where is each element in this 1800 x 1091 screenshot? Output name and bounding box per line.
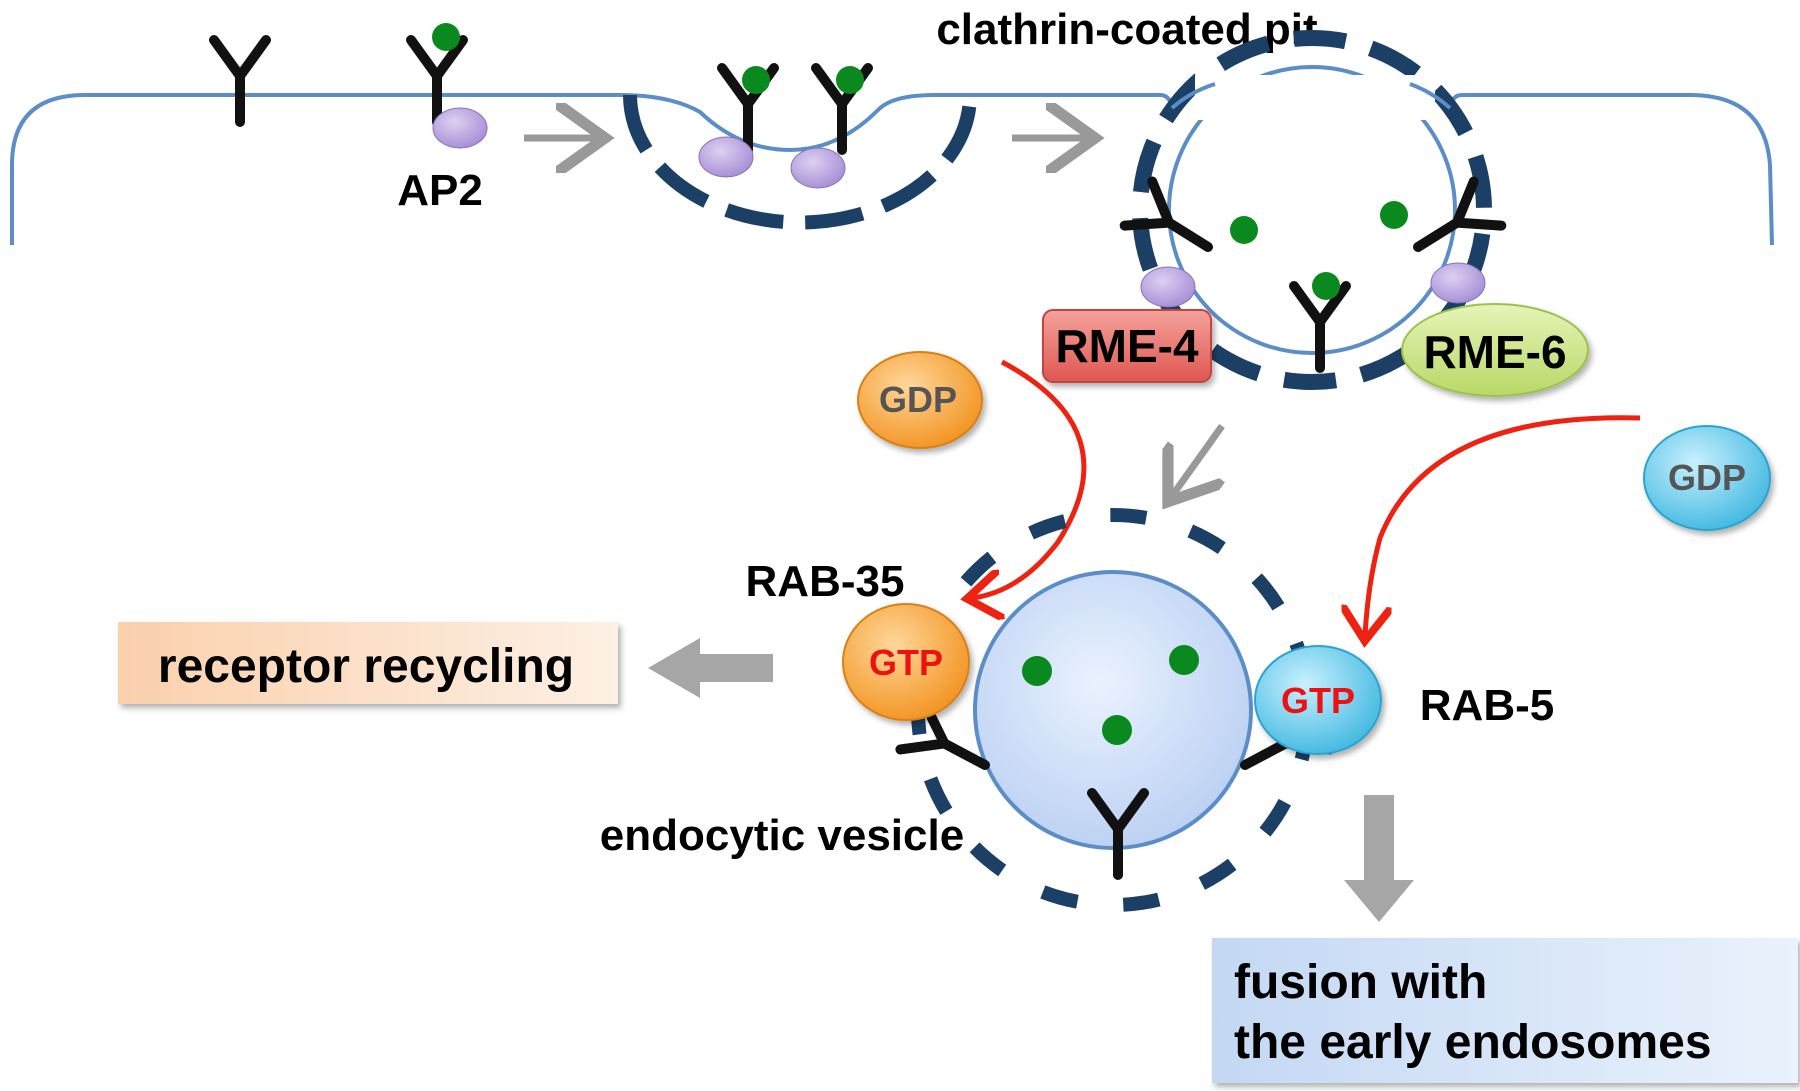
receptor-unbound <box>214 40 266 122</box>
ligand <box>836 66 864 94</box>
gdp-rab5 <box>1643 425 1771 531</box>
ap2-adaptor <box>790 147 846 189</box>
rab35-activation-arrow <box>972 359 1087 598</box>
rme4-box <box>1042 309 1212 383</box>
rab5-gtp <box>1254 645 1382 755</box>
gdp-rab35 <box>857 351 983 449</box>
rab35-gtp <box>842 603 970 721</box>
ligand <box>1022 656 1052 686</box>
endocytic-vesicle <box>973 570 1253 850</box>
rme4-label: RME-4 <box>1055 320 1199 372</box>
rme6-label: RME-6 <box>1423 326 1566 378</box>
recycling-arrow <box>648 638 773 698</box>
endocytic-vesicle-label: endocytic vesicle <box>600 811 964 860</box>
receptor-recycling-box <box>118 622 618 704</box>
fusion-box <box>1212 938 1798 1083</box>
ligand <box>1169 645 1199 675</box>
fusion-arrow <box>1344 795 1414 922</box>
clathrin-coat-invagination <box>623 94 977 230</box>
ligand <box>1230 216 1258 244</box>
ap2-adaptor <box>432 107 488 149</box>
rme6-ellipse <box>1401 303 1589 397</box>
ligand <box>1102 715 1132 745</box>
fusion-label-line2: the early endosomes <box>1234 1016 1712 1069</box>
receptor-recycling-label: receptor recycling <box>158 640 574 693</box>
gtp-label: GTP <box>1281 680 1355 721</box>
ligand <box>742 66 770 94</box>
fusion-label-line1: fusion with <box>1234 956 1487 1009</box>
gdp-label: GDP <box>879 379 957 420</box>
ap2-adaptor <box>1140 266 1196 308</box>
ap2-adaptor <box>1430 262 1486 304</box>
ap2-adaptor <box>698 136 754 178</box>
ligand <box>1312 272 1340 300</box>
gtp-label: GTP <box>869 642 943 683</box>
plasma-membrane <box>10 93 1774 246</box>
rab35-label: RAB-35 <box>746 557 905 606</box>
ligand <box>1380 201 1408 229</box>
vesicle-clathrin-coat <box>911 508 1315 912</box>
ligand <box>432 23 460 51</box>
ap2-label: AP2 <box>397 166 483 215</box>
process-arrow <box>1172 423 1222 496</box>
rab5-label: RAB-5 <box>1420 681 1554 730</box>
gdp-label: GDP <box>1668 457 1746 498</box>
rab5-activation-arrow <box>1365 415 1641 636</box>
